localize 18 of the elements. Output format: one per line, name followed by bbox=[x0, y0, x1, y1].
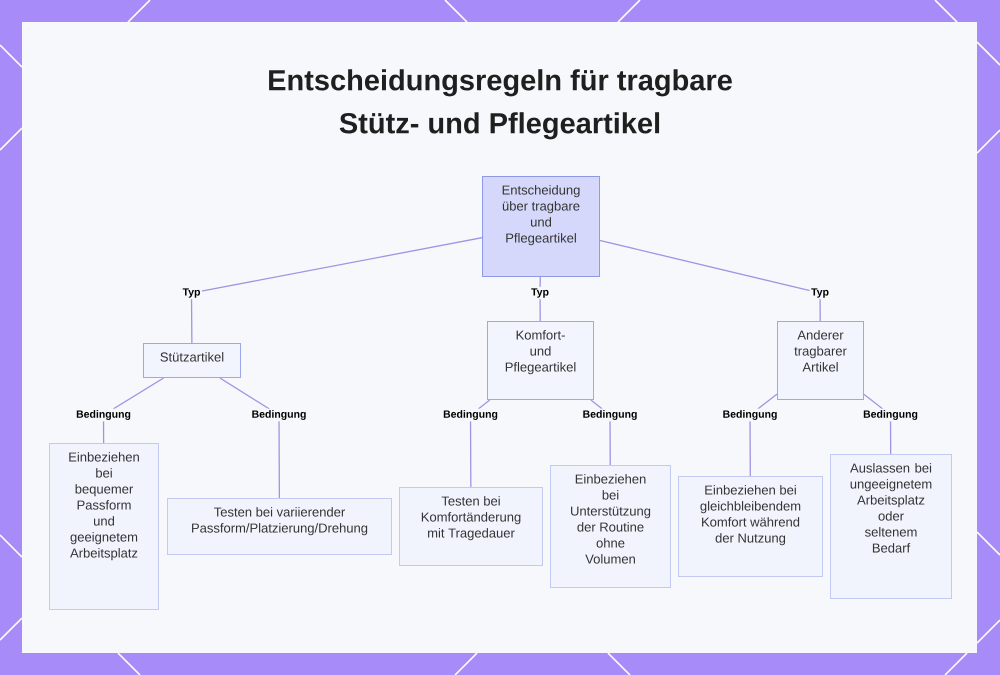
connector-line bbox=[190, 237, 482, 343]
connector-line bbox=[600, 240, 821, 321]
category-box: Stützartikel bbox=[143, 343, 241, 378]
category-box: Komfort- und Pflegeartikel bbox=[487, 321, 594, 400]
edge-label: Bedingung bbox=[581, 408, 639, 422]
edge-label: Bedingung bbox=[721, 408, 779, 422]
edge-label: Bedingung bbox=[442, 408, 500, 422]
edge-label: Typ bbox=[810, 286, 830, 300]
title: Entscheidungsregeln für tragbare Stütz- und Pflegeartikel bbox=[269, 69, 732, 140]
edge-label: Bedingung bbox=[250, 408, 308, 422]
root-box: Entscheidung über tragbare und Pflegeartikel bbox=[482, 176, 600, 277]
edge-label: Bedingung bbox=[862, 408, 920, 422]
edge-label: Bedingung bbox=[74, 408, 132, 422]
connector-line bbox=[220, 377, 280, 498]
category-box: Anderer tragbarer Artikel bbox=[777, 321, 864, 400]
edge-label: Typ bbox=[181, 286, 202, 300]
connector-line bbox=[539, 277, 541, 321]
edge-label: Typ bbox=[530, 286, 550, 300]
